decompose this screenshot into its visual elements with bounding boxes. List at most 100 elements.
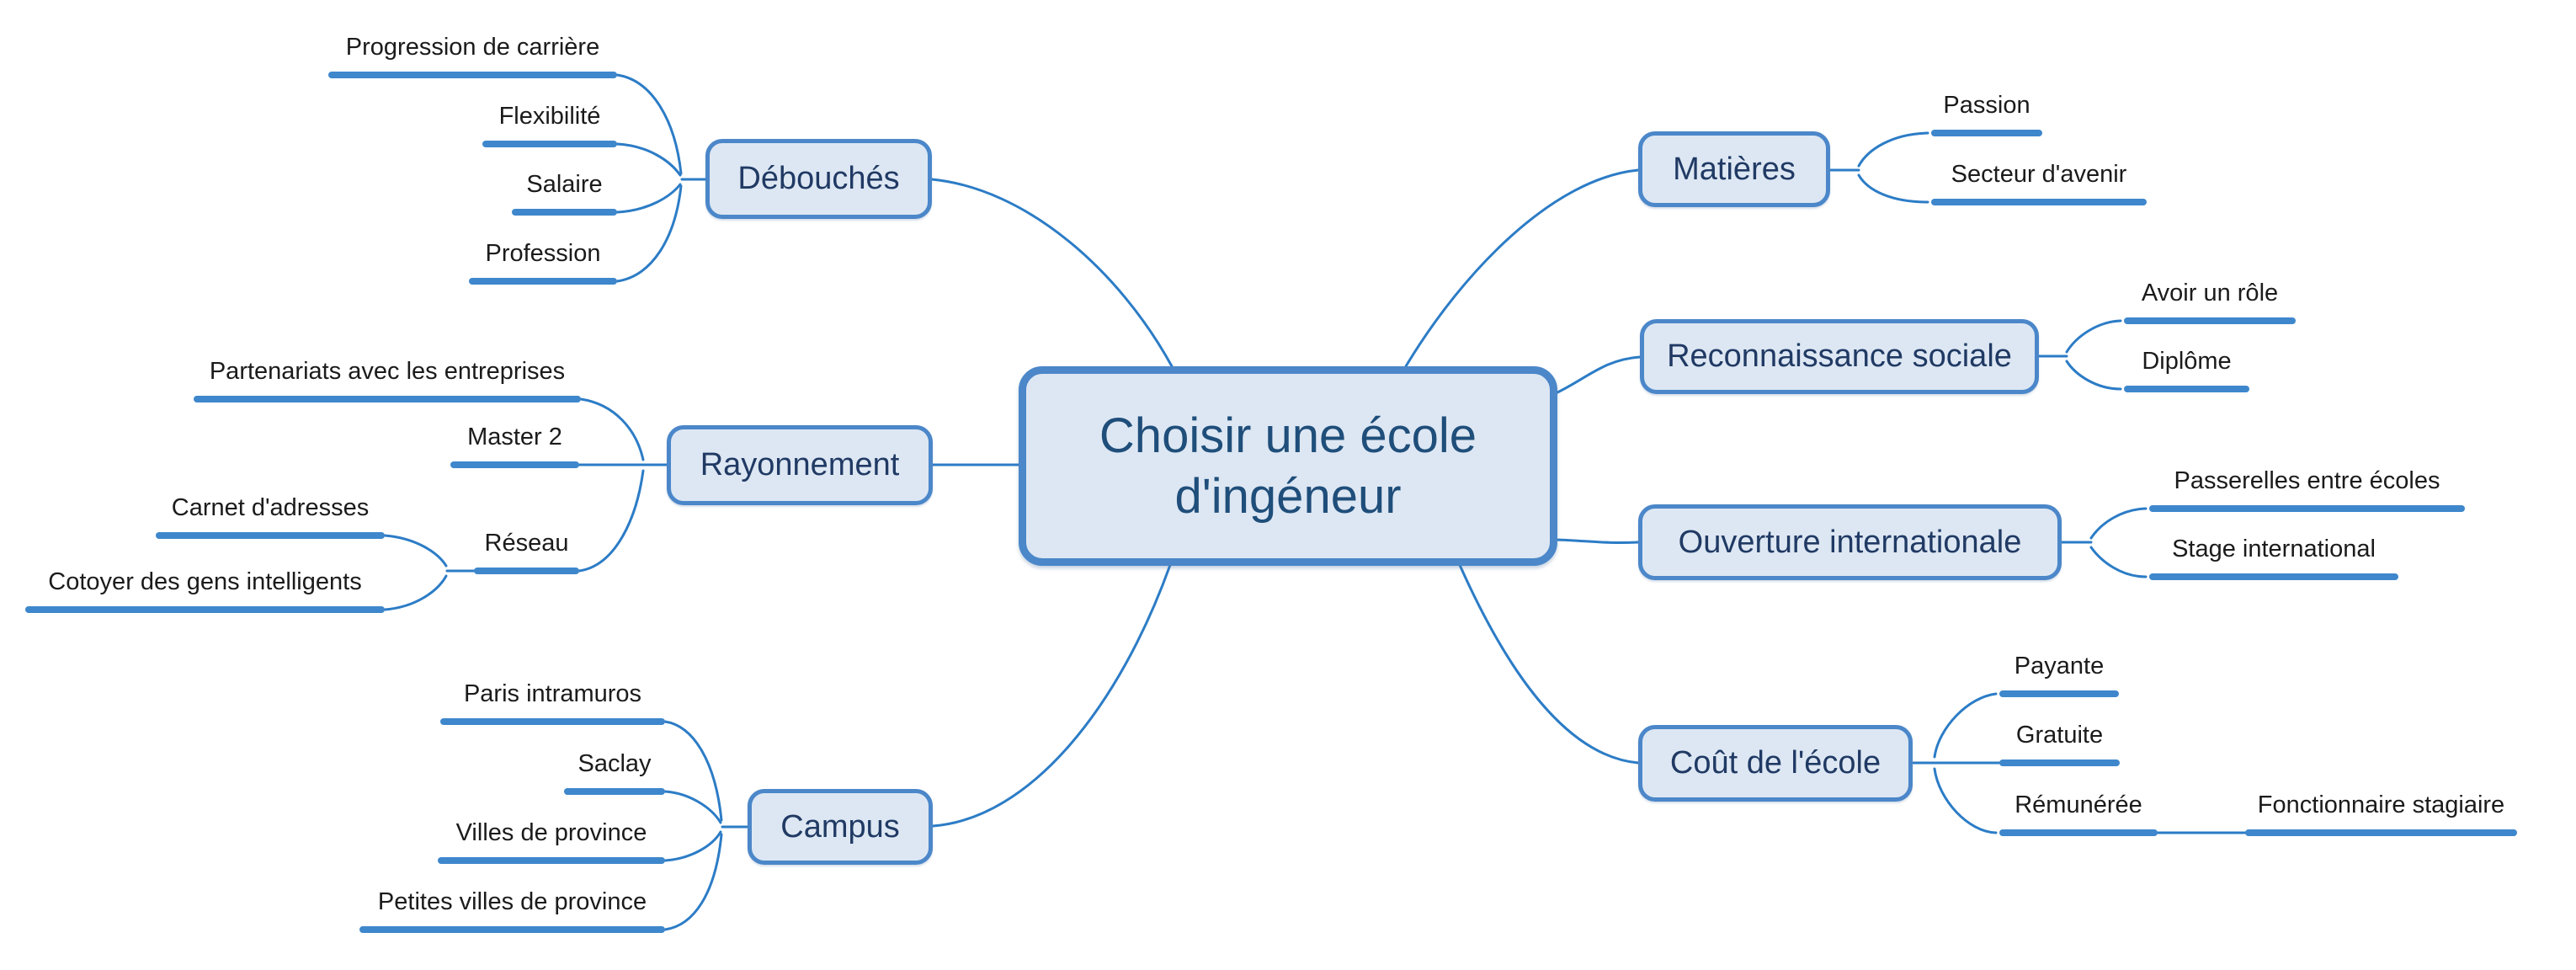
edge-profession (615, 184, 683, 283)
topic-label: Master 2 (467, 424, 562, 450)
topic-label: Petites villes de province (377, 888, 647, 915)
topic-progression-de-carriere[interactable]: Progression de carrière (328, 34, 617, 78)
topic-gratuite[interactable]: Gratuite (1999, 722, 2120, 766)
node-campus[interactable]: Campus (748, 789, 933, 865)
topic-fonctionnaire-stagiaire[interactable]: Fonctionnaire stagiaire (2245, 791, 2517, 836)
node-ouverture-internationale[interactable]: Ouverture internationale (1638, 504, 2062, 580)
topic-reseau[interactable]: Réseau (474, 530, 579, 574)
topic-underline (450, 461, 579, 468)
topic-label: Payante (2014, 653, 2105, 680)
topic-underline (1999, 829, 2158, 836)
edge-remuneree (1933, 767, 1998, 834)
topic-underline (1931, 130, 2042, 136)
node-label: Ouverture internationale (1678, 524, 2022, 560)
topic-underline (194, 396, 581, 402)
topic-label: Progression de carrière (345, 34, 600, 61)
node-debouches[interactable]: Débouchés (705, 139, 932, 219)
topic-label: Stage international (2172, 536, 2376, 562)
edge-campus-central (931, 563, 1172, 828)
node-label: Débouchés (737, 161, 900, 196)
topic-underline (440, 718, 665, 725)
edge-cout-central (1458, 563, 1640, 765)
topic-underline (2149, 505, 2465, 512)
edge-paris (663, 720, 723, 822)
topic-saclay[interactable]: Saclay (564, 750, 665, 795)
topic-stage-international[interactable]: Stage international (2149, 536, 2398, 580)
topic-underline (2124, 386, 2249, 392)
topic-label: Avoir un rôle (2141, 280, 2279, 306)
topic-underline (2124, 317, 2296, 324)
topic-underline (1931, 199, 2147, 205)
node-reconnaissance-sociale[interactable]: Reconnaissance sociale (1640, 319, 2039, 394)
node-central-topic[interactable]: Choisir une école d'ingéneur (1019, 366, 1557, 566)
edge-saclay (663, 790, 722, 824)
topic-passerelles-entre-ecoles[interactable]: Passerelles entre écoles (2149, 467, 2465, 512)
topic-passion[interactable]: Passion (1931, 92, 2042, 136)
node-label: Coût de l'école (1669, 745, 1881, 781)
edge-progression (615, 73, 683, 175)
topic-petites-villes-de-province[interactable]: Petites villes de province (359, 888, 665, 933)
topic-secteur-d-avenir[interactable]: Secteur d'avenir (1931, 161, 2147, 205)
topic-underline (482, 141, 617, 147)
topic-underline (438, 857, 665, 864)
topic-cotoyer-gens-intelligents[interactable]: Cotoyer des gens intelligents (25, 568, 385, 613)
topic-label: Diplôme (2142, 348, 2232, 375)
node-rayonnement[interactable]: Rayonnement (667, 425, 933, 505)
node-label: Rayonnement (700, 447, 900, 482)
topic-villes-de-province[interactable]: Villes de province (438, 819, 665, 864)
topic-underline (469, 278, 617, 285)
topic-label: Villes de province (455, 819, 647, 846)
topic-label: Salaire (526, 171, 603, 198)
topic-partenariats[interactable]: Partenariats avec les entreprises (194, 358, 581, 402)
topic-underline (1999, 690, 2119, 697)
topic-label: Paris intramuros (463, 680, 642, 707)
topic-label: Cotoyer des gens intelligents (48, 568, 362, 595)
topic-label: Gratuite (2015, 722, 2104, 749)
edge-reseau (577, 469, 645, 573)
node-label: Matières (1673, 151, 1796, 187)
edge-partenariats (579, 397, 645, 461)
topic-master-2[interactable]: Master 2 (450, 424, 579, 468)
edge-matieres-central (1404, 168, 1640, 368)
topic-underline (474, 568, 579, 574)
topic-salaire[interactable]: Salaire (512, 171, 617, 216)
topic-label: Passerelles entre écoles (2174, 467, 2440, 494)
topic-label: Flexibilité (498, 103, 601, 130)
edge-reconnaissance-central (1554, 355, 1642, 395)
edge-cotoyer (383, 574, 448, 611)
topic-paris-intramuros[interactable]: Paris intramuros (440, 680, 665, 725)
topic-label: Rémunérée (2014, 791, 2142, 818)
topic-label: Profession (485, 240, 601, 267)
node-label: Reconnaissance sociale (1667, 338, 2012, 374)
topic-payante[interactable]: Payante (1999, 653, 2119, 697)
topic-underline (2245, 829, 2517, 836)
node-label: Campus (780, 808, 900, 845)
edge-payante (1933, 692, 1998, 759)
topic-underline (512, 209, 617, 216)
edge-stage (2089, 546, 2148, 578)
topic-underline (2149, 573, 2398, 580)
topic-underline (359, 926, 665, 933)
topic-underline (25, 606, 385, 613)
topic-label: Fonctionnaire stagiaire (2257, 791, 2505, 818)
topic-remuneree[interactable]: Rémunérée (1999, 791, 2158, 836)
node-matieres[interactable]: Matières (1638, 131, 1830, 207)
topic-underline (564, 788, 665, 795)
topic-label: Saclay (577, 750, 652, 777)
topic-label: Carnet d'adresses (171, 494, 370, 521)
topic-label: Partenariats avec les entreprises (209, 358, 566, 385)
edge-passion (1857, 131, 1929, 168)
topic-underline (156, 532, 385, 539)
topic-carnet-d-adresses[interactable]: Carnet d'adresses (156, 494, 385, 539)
topic-label: Secteur d'avenir (1951, 161, 2127, 188)
topic-avoir-un-role[interactable]: Avoir un rôle (2124, 280, 2296, 324)
topic-underline (1999, 759, 2120, 766)
topic-label: Passion (1943, 92, 2030, 119)
node-cout-de-l-ecole[interactable]: Coût de l'école (1638, 725, 1913, 802)
topic-flexibilite[interactable]: Flexibilité (482, 103, 617, 147)
topic-diplome[interactable]: Diplôme (2124, 348, 2249, 392)
edge-flexibilite (615, 142, 682, 177)
edge-secteur (1857, 173, 1929, 204)
topic-profession[interactable]: Profession (469, 240, 617, 285)
